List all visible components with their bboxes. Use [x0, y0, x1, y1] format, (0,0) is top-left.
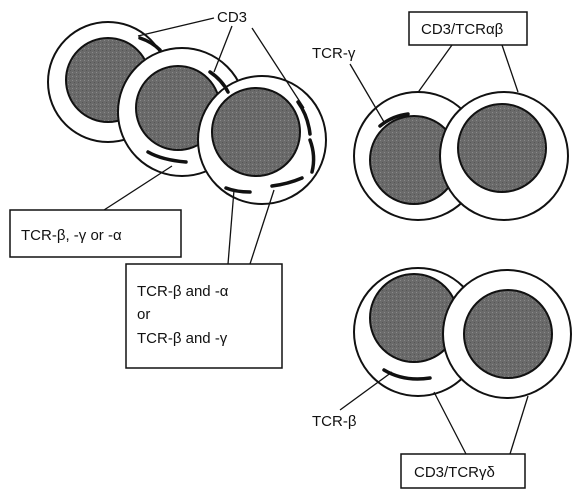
cell-3 [198, 76, 326, 204]
label-tcr-b-g-or-a: TCR-β, -γ or -α [21, 227, 122, 244]
left-cell-cluster [48, 22, 326, 204]
box-cd3-tcr-gd: CD3/TCRγδ [401, 392, 528, 488]
tcr-gamma-pointer [350, 64, 384, 122]
tcr-beta-pointer [340, 372, 392, 410]
gd-cell-pair [354, 268, 571, 398]
label-cd3: CD3 [217, 9, 247, 26]
cell-gd-right [443, 270, 571, 398]
ab-cell-pair [354, 92, 568, 220]
label-or: or [137, 306, 150, 323]
box-cd3-tcr-ab: CD3/TCRαβ [409, 12, 527, 98]
box-tcr-b-g-or-a: TCR-β, -γ or -α [10, 166, 181, 257]
label-tcr-b-and-a: TCR-β and -α [137, 283, 229, 300]
label-cd3-tcr-ab: CD3/TCRαβ [421, 21, 504, 38]
cell-nucleus [458, 104, 546, 192]
label-tcr-gamma: TCR-γ [312, 45, 356, 62]
cell-nucleus [464, 290, 552, 378]
label-tcr-b-and-g: TCR-β and -γ [137, 330, 228, 347]
cell-nucleus [212, 88, 300, 176]
label-tcr-beta: TCR-β [312, 413, 357, 430]
label-cd3-tcr-gd: CD3/TCRγδ [414, 464, 495, 481]
cell-ab-right [440, 92, 568, 220]
